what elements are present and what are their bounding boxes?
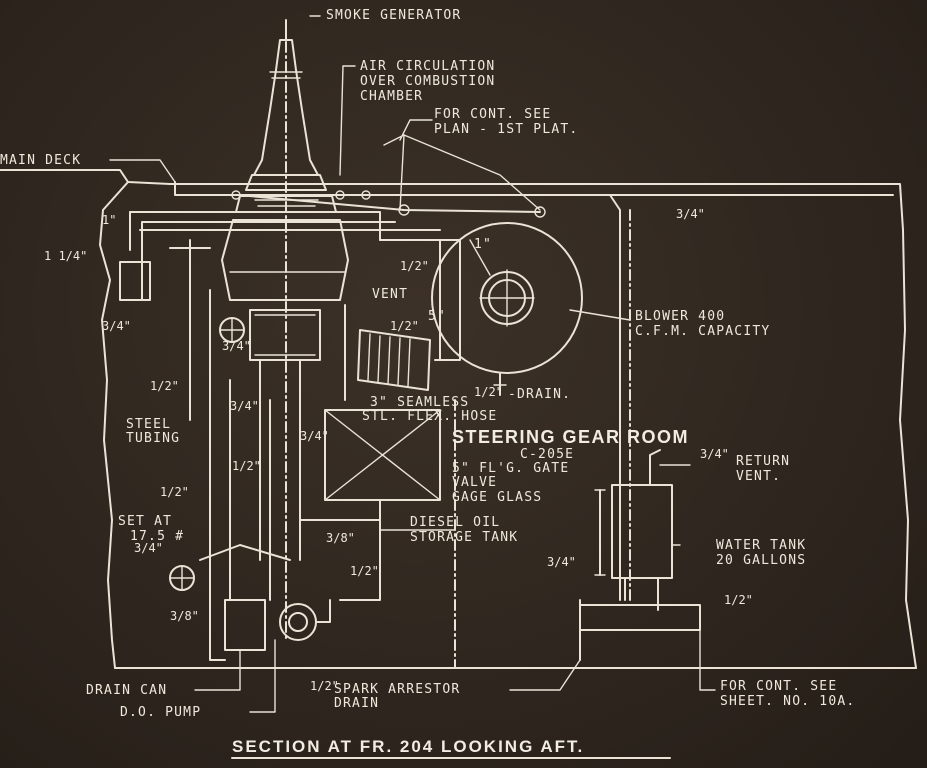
drain-can-label: DRAIN CAN xyxy=(86,683,167,698)
hull-outline xyxy=(0,169,917,669)
diesel-oil-tank xyxy=(324,409,441,541)
spark-arrestor-label-2: DRAIN xyxy=(334,696,379,711)
flex-hose-label-1: 3" SEAMLESS xyxy=(370,395,469,410)
cont-sheet-label-2: SHEET. NO. 10A. xyxy=(720,694,855,709)
main-deck-label: MAIN DECK xyxy=(0,153,81,168)
gate-valve-label-2: VALVE xyxy=(452,475,497,490)
vent-label: VENT xyxy=(372,287,408,302)
water-tank-label-1: WATER TANK xyxy=(716,538,806,553)
title-block: SECTION AT FR. 204 LOOKING AFT. xyxy=(231,737,671,759)
size-1-2-left: 1/2" xyxy=(150,379,179,393)
size-3-4-left: 3/4" xyxy=(102,319,131,333)
room-code: C-205E xyxy=(520,447,574,462)
cont-plan-label-2: PLAN - 1ST PLAT. xyxy=(434,122,578,137)
blower-label-2: C.F.M. CAPACITY xyxy=(635,324,770,339)
size-1-2-mid: 1/2" xyxy=(232,459,261,473)
steel-tubing-label-2: TUBING xyxy=(126,431,180,446)
flex-hose xyxy=(344,304,431,401)
water-tank xyxy=(579,449,701,661)
smoke-generator xyxy=(221,19,349,641)
size-1-2-valve: 1/2" xyxy=(160,485,189,499)
size-1-4-drain: 1/2" xyxy=(474,385,503,399)
air-circulation-label-1: AIR CIRCULATION xyxy=(360,59,495,74)
size-1-2-tank-out: 1/2" xyxy=(724,593,753,607)
labels: SMOKE GENERATOR AIR CIRCULATION OVER COM… xyxy=(0,8,855,720)
size-1-inch: 1" xyxy=(102,213,116,227)
blower xyxy=(431,222,583,396)
water-tank-label-2: 20 GALLONS xyxy=(716,553,806,568)
size-1-1-4: 1 1/4" xyxy=(44,249,87,263)
leader-lines xyxy=(109,15,716,713)
cont-plan-label-1: FOR CONT. SEE xyxy=(434,107,551,122)
five-inch-label: 5" xyxy=(428,309,446,324)
size-3-8-left: 3/8" xyxy=(170,609,199,623)
pump-assembly xyxy=(169,544,331,661)
one-inch-blower-label: 1" xyxy=(474,237,492,252)
size-3-4-top: 3/4" xyxy=(676,207,705,221)
return-vent-label-1: RETURN xyxy=(736,454,790,469)
size-3-4-lower: 3/4" xyxy=(230,399,259,413)
drain-label: -DRAIN. xyxy=(508,387,571,402)
spark-arrestor-label-1: SPARK ARRESTOR xyxy=(334,682,460,697)
diesel-tank-label-1: DIESEL OIL xyxy=(410,515,500,530)
size-3-8-right: 3/8" xyxy=(326,531,355,545)
size-1-2-tank: 1/2" xyxy=(350,564,379,578)
size-1-2-hose: 1/2" xyxy=(390,319,419,333)
pipe-sizes: 1" 1 1/4" 3/4" 1/2" 3/4" 3/4" 3/4" 1/2" … xyxy=(44,207,753,693)
air-circulation-label-2: OVER COMBUSTION xyxy=(360,74,495,89)
size-3-4-gage: 3/4" xyxy=(547,555,576,569)
set-at-label-2: 17.5 # xyxy=(130,529,184,544)
gage-glass-label: GAGE GLASS xyxy=(452,490,542,505)
size-3-4-right: 3/4" xyxy=(300,429,329,443)
blower-label-1: BLOWER 400 xyxy=(635,309,725,324)
smoke-generator-label: SMOKE GENERATOR xyxy=(326,8,461,23)
return-vent-label-2: VENT. xyxy=(736,469,781,484)
gate-valve-label-1: 5" FL'G. GATE xyxy=(452,461,569,476)
size-3-4-return: 3/4" xyxy=(700,447,729,461)
size-3-4-center: 3/4" xyxy=(222,339,251,353)
cont-sheet-label-1: FOR CONT. SEE xyxy=(720,679,837,694)
flex-hose-label-2: STL. FLEX. HOSE xyxy=(362,409,497,424)
upper-piping xyxy=(119,134,894,601)
air-circulation-label-3: CHAMBER xyxy=(360,89,423,104)
size-1-4: 3/4" xyxy=(134,541,163,555)
diesel-tank-label-2: STORAGE TANK xyxy=(410,530,518,545)
room-name: STEERING GEAR ROOM xyxy=(452,427,689,447)
size-1-2-vent: 1/2" xyxy=(400,259,429,273)
drawing-title: SECTION AT FR. 204 LOOKING AFT. xyxy=(232,737,584,756)
central-equipment xyxy=(209,289,381,601)
steel-tubing-label-1: STEEL xyxy=(126,417,171,432)
size-1-4-spark: 1/2" xyxy=(310,679,339,693)
do-pump-label: D.O. PUMP xyxy=(120,705,201,720)
set-at-label-1: SET AT xyxy=(118,514,172,529)
